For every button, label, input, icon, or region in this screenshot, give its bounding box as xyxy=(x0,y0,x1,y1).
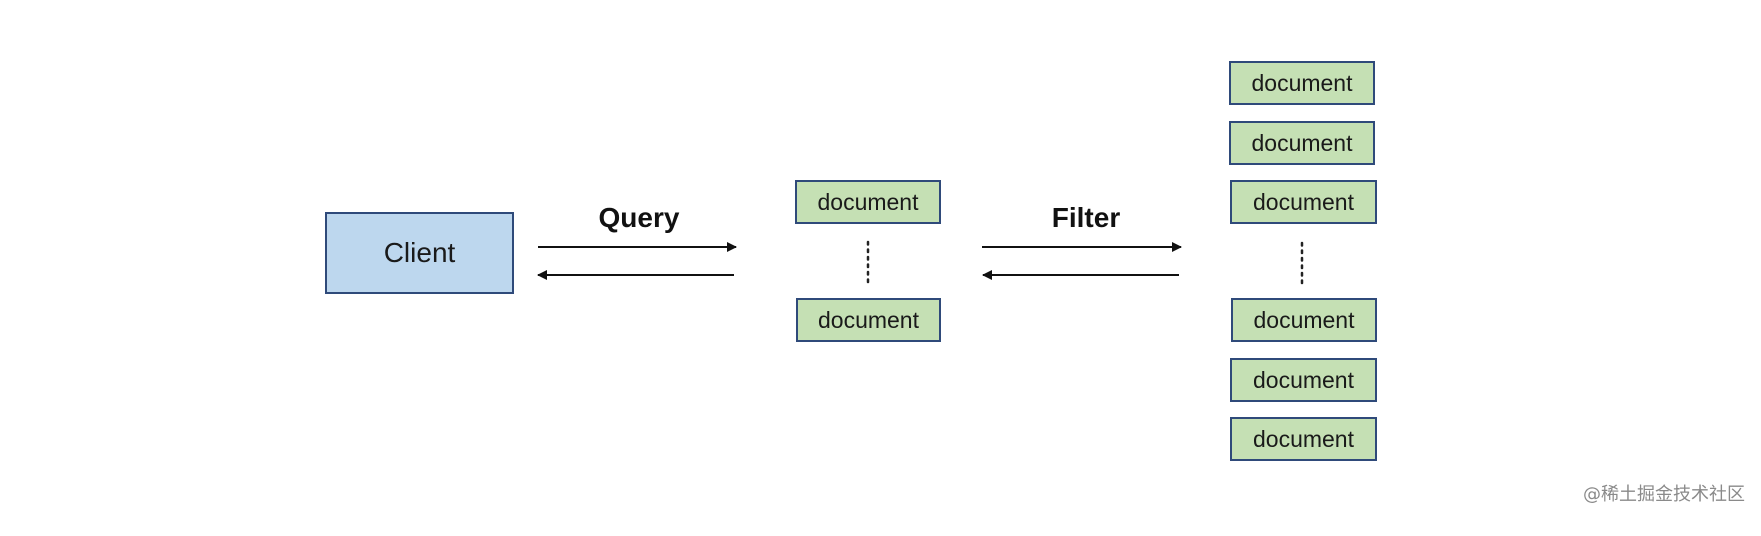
client-label: Client xyxy=(383,237,456,268)
document-label: document xyxy=(817,188,919,215)
watermark-text: @稀土掘金技术社区 xyxy=(1583,484,1745,505)
document-label: document xyxy=(1252,366,1354,393)
right-document-box: document xyxy=(1229,61,1375,105)
query-label: Query xyxy=(598,202,680,233)
document-label: document xyxy=(817,306,919,333)
document-label: document xyxy=(1253,306,1355,333)
middle-document-box: document xyxy=(795,180,941,224)
document-label: document xyxy=(1252,188,1354,215)
filter-label: Filter xyxy=(1051,202,1121,233)
right-document-box: document xyxy=(1230,180,1377,224)
right-document-box: document xyxy=(1229,121,1375,165)
document-label: document xyxy=(1251,69,1353,96)
document-label: document xyxy=(1252,425,1354,452)
right-document-box: document xyxy=(1231,298,1377,342)
right-document-box: document xyxy=(1230,417,1377,461)
document-label: document xyxy=(1251,129,1353,156)
client-box: Client xyxy=(325,212,514,294)
right-document-box: document xyxy=(1230,358,1377,402)
middle-document-box: document xyxy=(796,298,941,342)
